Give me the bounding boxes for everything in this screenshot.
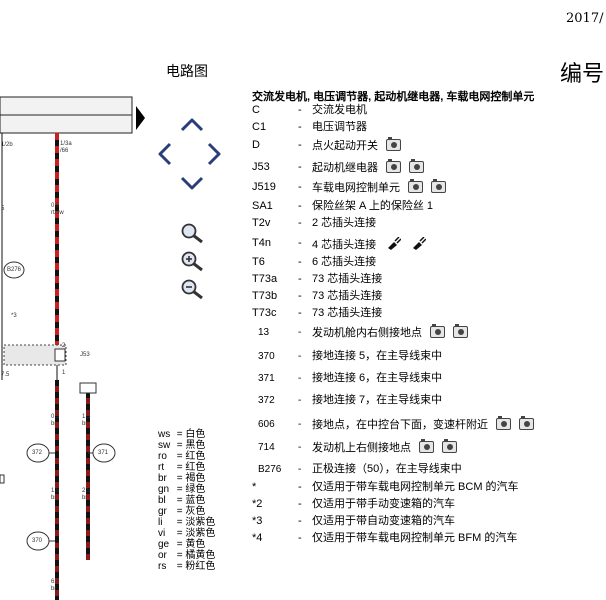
wire-color-legend: ws = 白色 sw = 黑色 ro = 红色 rt = 红色 br = 褐色 … [158,429,238,579]
ground-label: 372 [32,450,43,456]
doc-number-label: 编号 [560,62,605,87]
color-legend-row: gn = 绿色 [158,484,206,495]
ground-label: 370 [32,538,43,544]
wire-label: br [82,495,88,501]
camera-icon[interactable] [386,137,401,151]
legend-title: 交流发电机, 电压调节器, 起动机继电器, 车载电网控制单元 [252,91,535,103]
wire-label: *3 [11,313,17,319]
camera-icon[interactable] [419,439,434,453]
component-legend: C-交流发电机 C1-电压调节器 D-点火起动开关 J53-起动机继电器 J51… [252,104,602,554]
magnifier-icon[interactable] [180,222,206,244]
camera-icon[interactable] [408,179,423,193]
wiring-diagram [0,96,145,600]
color-legend-row: sw = 黑色 [158,440,206,451]
wire-label: br [51,586,57,592]
camera-icon[interactable] [519,416,534,430]
wire-label: 1/2b [1,142,13,148]
wire-label: br [51,495,57,501]
wire-label: 1.5 [51,488,60,494]
page-section-title: 电路图 [166,64,208,80]
camera-icon[interactable] [430,324,445,338]
camera-icon[interactable] [409,159,424,173]
color-legend-row: vi = 淡紫色 [158,528,216,539]
wire-label: br [82,421,88,427]
wire-label: 7.5 [1,372,10,378]
pin-label: 1 [62,370,66,376]
relay-j53 [3,344,67,366]
color-legend-row: rs = 粉红色 [158,561,216,572]
wire-label: 0.5 [51,414,60,420]
wire-label: 1/3a [60,141,72,147]
camera-icon[interactable] [431,179,446,193]
wire-label: 1.5 [82,414,91,420]
wire-label: 6.0 [51,579,60,585]
color-legend-row: gr = 灰色 [158,506,206,517]
up-arrow-icon[interactable] [180,117,204,133]
camera-icon[interactable] [442,439,457,453]
wire-label: rt/sw [51,210,64,216]
wire-label: 5 [1,206,5,212]
color-legend-row: ro = 红色 [158,451,206,462]
camera-icon[interactable] [386,159,401,173]
continue-arrow-icon [136,106,145,130]
camera-icon[interactable] [453,324,468,338]
page-date: 2017/ [566,11,604,26]
connector-label: B276 [7,267,22,273]
color-legend-row: br = 褐色 [158,473,206,484]
connector-plug-icon[interactable] [385,237,402,250]
color-legend-row: bl = 蓝色 [158,495,206,506]
color-legend-row: li = 淡紫色 [158,517,216,528]
color-legend-row: ws = 白色 [158,429,206,440]
connector-b276 [3,261,25,279]
relay-label: J53 [80,352,90,358]
color-legend-row: rt = 红色 [158,462,206,473]
left-arrow-icon[interactable] [157,142,173,166]
down-arrow-icon[interactable] [180,175,204,191]
wire-label: br [51,421,57,427]
right-arrow-icon[interactable] [206,142,222,166]
connector-plug-icon[interactable] [410,237,427,250]
wire-label: /66 [60,148,69,154]
wire-label: 2.5 [82,488,91,494]
color-legend-row: or = 橘黄色 [158,550,216,561]
wire-label: 0.5 [51,203,60,209]
ground-label: 371 [98,450,109,456]
color-legend-row: ge = 黄色 [158,539,206,550]
zoom-out-icon[interactable] [180,278,206,300]
zoom-in-icon[interactable] [180,250,206,272]
pin-label: 2 [62,343,66,349]
camera-icon[interactable] [496,416,511,430]
